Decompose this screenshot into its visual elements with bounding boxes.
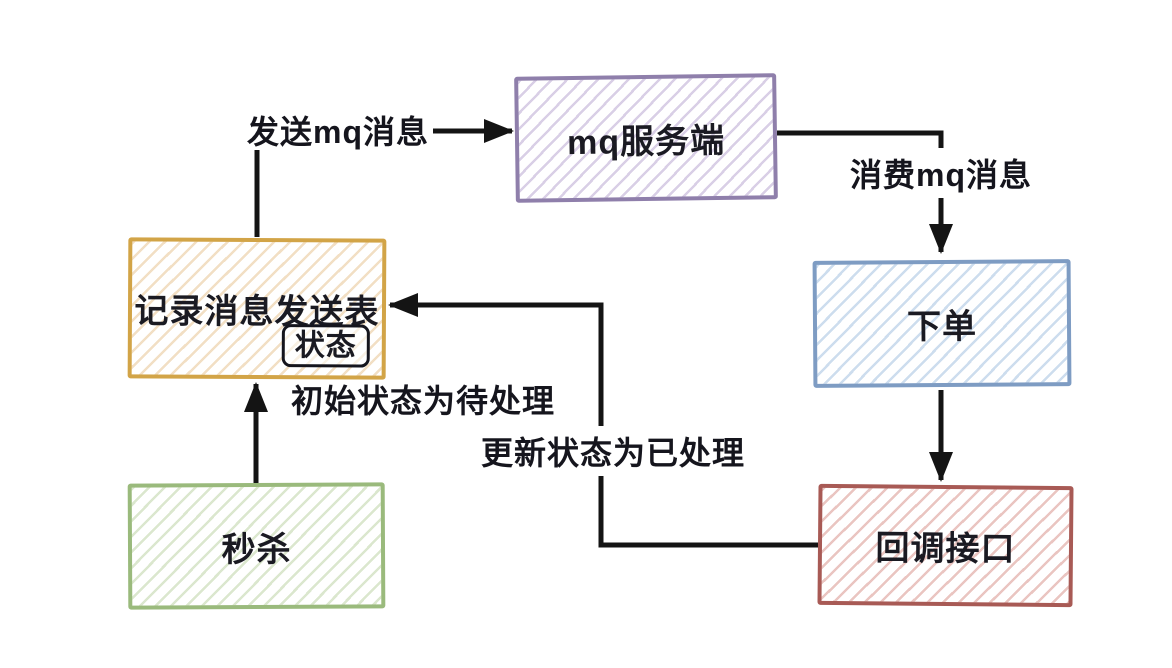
node-place-order: 下单	[812, 259, 1072, 388]
edge-label-send-mq: 发送mq消息	[246, 114, 430, 150]
edge-consume-mq-arrow	[777, 130, 953, 254]
edge-label-consume-mq: 消费mq消息	[841, 148, 1041, 198]
node-mq-server: mq服务端	[514, 73, 778, 203]
node-seckill: 秒杀	[127, 482, 386, 610]
edge-label-initial-status: 初始状态为待处理	[290, 383, 556, 419]
node-place-order-label: 下单	[906, 307, 978, 347]
status-badge: 状态	[281, 324, 370, 368]
node-callback-api-label: 回调接口	[875, 529, 1016, 569]
node-seckill-label: 秒杀	[221, 530, 292, 569]
node-mq-server-label: mq服务端	[566, 121, 726, 162]
edge-callback-to-table-arrow	[388, 293, 818, 548]
node-message-send-table: 记录消息发送表 状态	[127, 237, 387, 380]
node-callback-api: 回调接口	[817, 483, 1074, 608]
edge-label-update-status: 更新状态为已处理	[472, 426, 754, 476]
